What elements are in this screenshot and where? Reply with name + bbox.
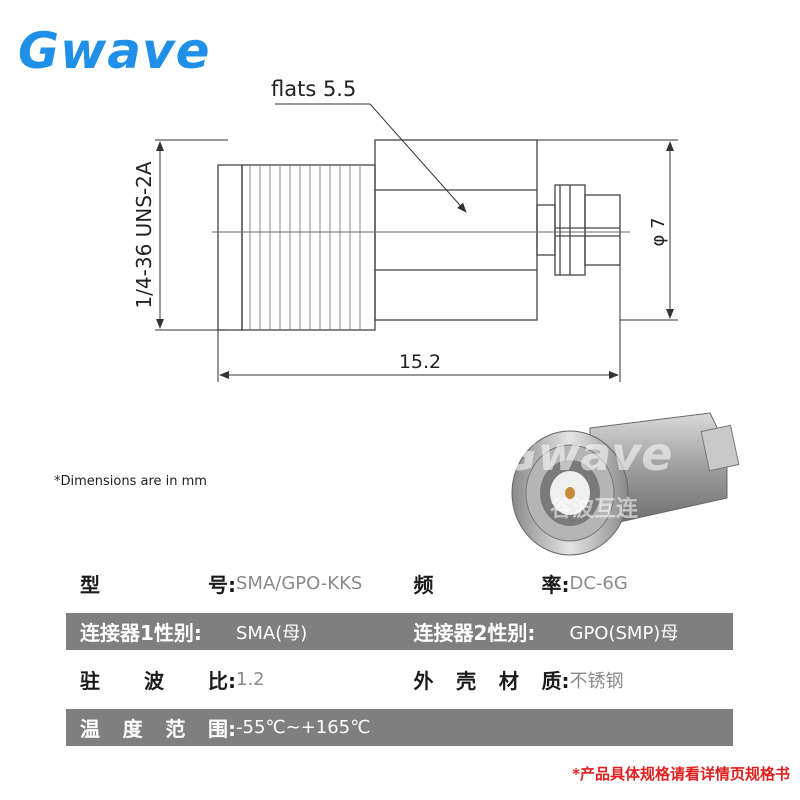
spec-row-model: 型号: SMA/GPO-KKS 频率: DC-6G [66,565,733,602]
dimensions-footnote: *Dimensions are in mm [54,474,207,489]
spec-connector1-label: 连接器1性别: [80,621,202,645]
spec-row-vswr: 驻波比: 1.2 外壳材质: 不锈钢 [66,661,733,698]
hex-flats-body [374,139,538,321]
sma-female-body [217,164,376,331]
spec-housing-material: 外壳材质: 不锈钢 [400,661,734,698]
spec-vswr: 驻波比: 1.2 [66,661,400,698]
spec-model-label: 型号: [80,573,236,597]
spec-frequency-label: 频率: [413,573,570,597]
spec-temperature-label: 温度范围: [80,717,236,741]
spec-vswr-label: 驻波比: [80,669,236,693]
spec-table: 型号: SMA/GPO-KKS 频率: DC-6G 连接器1性别: SMA(母)… [66,565,733,757]
spec-housing-value: 不锈钢 [569,670,624,692]
spec-temperature-value: -55℃~+165℃ [236,717,371,738]
spec-model: 型号: SMA/GPO-KKS [66,565,400,602]
length-dimension-label: 15.2 [399,351,441,373]
spec-frequency-value: DC-6G [569,573,628,594]
spec-connector1-gender: 连接器1性别: SMA(母) [66,613,400,650]
diameter-dimension-label: φ 7 [648,217,669,246]
flats-dimension-label: flats 5.5 [271,77,356,101]
photo-watermark-latin: Gwave [500,427,672,481]
spec-row-temperature: 温度范围: -55℃~+165℃ [66,709,733,746]
brand-logo: Gwave [18,22,211,80]
spec-row-gender: 连接器1性别: SMA(母) 连接器2性别: GPO(SMP)母 [66,613,733,650]
photo-watermark-chinese: 谷波互连 [550,496,639,522]
product-photo: Gwave 谷波互连 [500,412,740,556]
spec-vswr-value: 1.2 [236,669,265,690]
spec-connector2-label: 连接器2性别: [413,621,536,645]
spec-housing-label: 外壳材质: [413,669,570,693]
gpo-interface [536,184,621,276]
photo-adapter-shape [511,412,740,556]
spec-frequency: 频率: DC-6G [400,565,734,602]
spec-model-value: SMA/GPO-KKS [236,573,363,594]
spec-connector2-gender: 连接器2性别: GPO(SMP)母 [400,613,734,650]
spec-connector2-value: GPO(SMP)母 [569,622,679,644]
thread-dimension-label: 1/4-36 UNS-2A [132,161,156,308]
technical-drawing: 1/4-36 UNS-2A flats 5.5 φ 7 15.2 [132,77,678,382]
spec-sheet-note: *产品具体规格请看详情页规格书 [572,765,790,783]
spec-connector1-value: SMA(母) [236,622,308,644]
dimension-lines [155,103,678,382]
spec-temperature: 温度范围: -55℃~+165℃ [66,709,733,746]
